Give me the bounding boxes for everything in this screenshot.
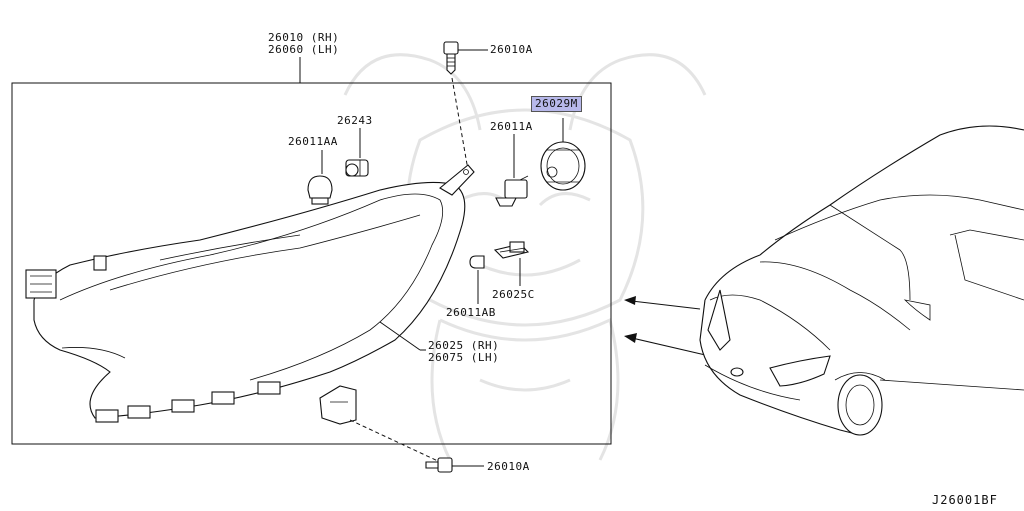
lamp-lh-label: 26075 (LH) <box>428 351 500 364</box>
socket-26025c-label: 26025C <box>492 288 535 301</box>
bulb-26011a-icon <box>495 175 529 207</box>
screw-bottom-label: 26010A <box>487 460 530 473</box>
headlamp-housing <box>25 164 475 425</box>
part-26243-label: 26243 <box>337 114 373 127</box>
bulb-26011aa-label: 26011AA <box>288 135 338 148</box>
screw-top-label: 26010A <box>490 43 533 56</box>
part-26029m-label[interactable]: 26029M <box>531 96 582 112</box>
socket-26025c-icon <box>493 241 530 259</box>
bottom-screw-icon <box>425 457 453 473</box>
bulb-26011ab-icon <box>469 255 485 269</box>
diagram-code-label: J26001BF <box>932 493 998 507</box>
cap-26029m-icon <box>540 141 586 191</box>
vehicle-outline-icon <box>699 125 1024 436</box>
assembly-frame <box>11 82 612 445</box>
socket-26243-icon <box>345 159 369 177</box>
bulb-26011ab-label: 26011AB <box>446 306 496 319</box>
housing-lh-label: 26060 (LH) <box>268 43 340 56</box>
lamp-rh-label: 26025 (RH) <box>428 339 500 352</box>
bulb-26011a-label: 26011A <box>490 120 533 133</box>
housing-rh-label: 26010 (RH) <box>268 31 340 44</box>
bulb-26011aa-icon <box>307 175 333 205</box>
top-screw-icon <box>443 41 459 75</box>
